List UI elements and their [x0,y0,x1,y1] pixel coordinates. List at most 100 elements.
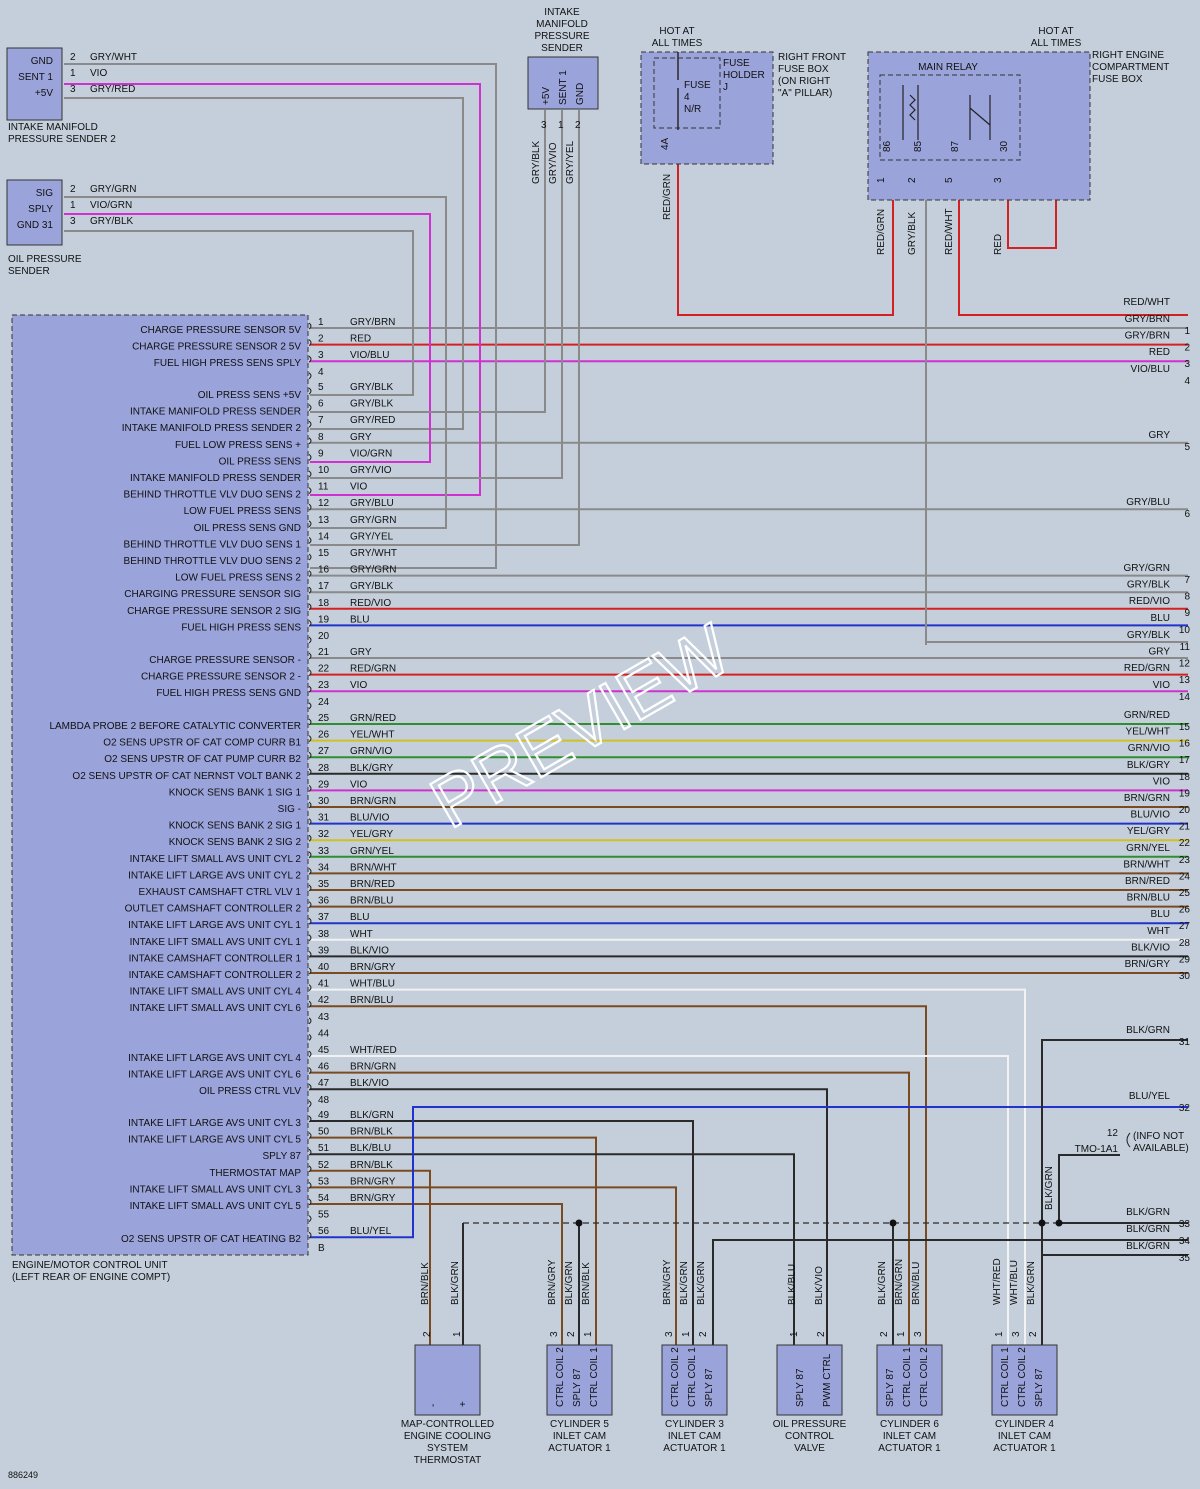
ecu-title: ENGINE/MOTOR CONTROL UNIT [12,1260,168,1271]
imps-sent-wire [310,110,563,479]
imp2-wire-color: VIO [90,68,107,79]
imp2-wire-color: GRY/WHT [90,52,137,63]
ground-ref-pin: 12 [1107,1128,1119,1139]
ecu-pin-wire-color: VIO [350,482,367,493]
ecu-pin-number: 29 [318,779,330,790]
imps-wire-color: GRY/YEL [565,140,576,184]
right-edge-ref: 10 [1179,625,1191,636]
ecu-pin-number: 45 [318,1045,330,1056]
right-edge-wire-color: BRN/RED [1125,876,1170,887]
ecu-pin-function: O2 SENS UPSTR OF CAT NERNST VOLT BANK 2 [72,771,301,782]
cyl5-pin: 2 [566,1331,577,1337]
right-edge-ref: 25 [1179,888,1191,899]
ecu-pin-connector [308,372,312,380]
cyl3-wire-color: BRN/GRY [662,1259,673,1305]
o2-heater-wire [310,1106,1188,1239]
ecu-pin-wire-color: BRN/BLU [350,995,393,1006]
right-edge-wire-color: BRN/GRY [1125,959,1171,970]
cyl5-terminal: CTRL COIL 2 [555,1347,566,1407]
relaybox-hot: ALL TIMES [1031,38,1082,49]
cyl4-title: CYLINDER 4 [995,1419,1054,1430]
relaybox-title: RIGHT ENGINE [1092,50,1164,61]
cyl5-coil2-wire [310,1203,563,1345]
ecu-pin-connector [308,322,312,330]
right-edge-ref: 29 [1179,954,1191,965]
right-edge-ref: 30 [1179,971,1191,982]
thermostat-wire-color: BLK/GRN [450,1261,461,1305]
right-edge-wire-color: BRN/GRN [1124,793,1170,804]
ecu-pin-number: 55 [318,1210,330,1221]
splice-dot [1038,1219,1046,1227]
right-edge-ref: 1 [1184,326,1190,337]
ecu-pin-number: 40 [318,962,330,973]
ecu-pin-number: 5 [318,382,324,393]
diagram-id: 886249 [8,1470,38,1480]
relay-87-wire [958,175,1188,316]
ops-wire-color: VIO/GRN [90,200,132,211]
bus-to-edge-31 [1041,1039,1188,1223]
right-edge-ref: 13 [1179,675,1191,686]
relay-pin: 1 [876,177,887,183]
splice-dot [889,1219,897,1227]
right-edge-wire-color: GRY [1149,647,1171,658]
cyl3-pin: 1 [681,1331,692,1337]
ecu-pin-wire-color: BLU [350,912,369,923]
ecu-pin-number: 53 [318,1176,330,1187]
ecu-pin-function: FUEL HIGH PRESS SENS GND [156,688,301,699]
ops-terminal: SIG [36,188,53,199]
ecu-pin-connector [308,785,312,792]
ecu-pin-number: 39 [318,945,330,956]
imps-pin: 3 [541,120,547,131]
ecu-pin-function: CHARGE PRESSURE SENSOR 2 5V [132,342,301,353]
ecu-pin-wire-color: BRN/RED [350,879,395,890]
ecu-pin-function: LOW FUEL PRESS SENS [184,506,302,517]
imps-terminal: SENT 1 [558,70,569,105]
ecu-pin-wire-color: BLK/VIO [350,1078,389,1089]
ecu-pin-number: 27 [318,746,330,757]
ecu-location: (LEFT REAR OF ENGINE COMPT) [12,1272,170,1283]
ecu-pin-function: O2 SENS UPSTR OF CAT HEATING B2 [121,1234,301,1245]
relay-terminal: 87 [950,140,961,152]
right-edge-ref: 17 [1179,755,1191,766]
wires-layer [64,52,1188,1345]
ecu-pin-connector [308,1215,312,1222]
ecu-pin-function: INTAKE LIFT LARGE AVS UNIT CYL 6 [128,1070,301,1081]
cyl3-title: INLET CAM [668,1431,721,1442]
ops-box [6,179,63,246]
fuse-holder-label: FUSE [723,58,750,69]
ecu-bottom-pin: B [318,1243,325,1254]
relay-wire-color: RED [993,234,1004,255]
ecu-pin-wire-color: GRN/YEL [350,846,394,857]
ecu-pin-number: 42 [318,995,330,1006]
ecu-pin-connector [308,868,312,875]
ecu-pin-connector [308,620,312,627]
ecu-pin-number: 1 [318,317,324,328]
ecu-pin-wire-color: YEL/WHT [350,730,394,741]
cyl5-box [546,1344,613,1416]
cyl4-box [991,1344,1058,1416]
ecu-pin-number: 15 [318,548,330,559]
ecu-pin-connector [308,1148,312,1156]
ecu-pin-wire-color: BLK/GRY [350,763,393,774]
thermostat-title: SYSTEM [427,1443,468,1454]
right-edge-ref: 11 [1180,642,1191,653]
ecu-pin-number: 14 [318,531,330,542]
imp2-pin: 2 [70,52,76,63]
cyl5-wire-color: BRN/GRY [547,1259,558,1305]
ecu-pin-number: 46 [318,1062,330,1073]
ground-ref-note: (INFO NOT [1133,1131,1184,1142]
labels-layer: ENGINE/MOTOR CONTROL UNIT(LEFT REAR OF E… [8,7,1190,1466]
ecu-pin-wire-color: GRY [350,647,372,658]
imps-title: MANIFOLD [536,19,588,30]
cyl3-terminal: CTRL COIL 2 [670,1347,681,1407]
imps-pin: 1 [558,120,564,131]
right-edge-ref: 8 [1184,592,1190,603]
relay-terminal: 86 [882,140,893,152]
ecu-pin-number: 48 [318,1095,330,1106]
relay-terminal: 30 [999,140,1010,152]
ecu-pin-number: 28 [318,763,330,774]
thermostat-title: MAP-CONTROLLED [401,1419,494,1430]
ecu-pin-function: CHARGE PRESSURE SENSOR 2 SIG [127,606,301,617]
cyl4-terminal: CTRL COIL 1 [1000,1347,1011,1407]
ecu-pin-number: 4 [318,367,324,378]
